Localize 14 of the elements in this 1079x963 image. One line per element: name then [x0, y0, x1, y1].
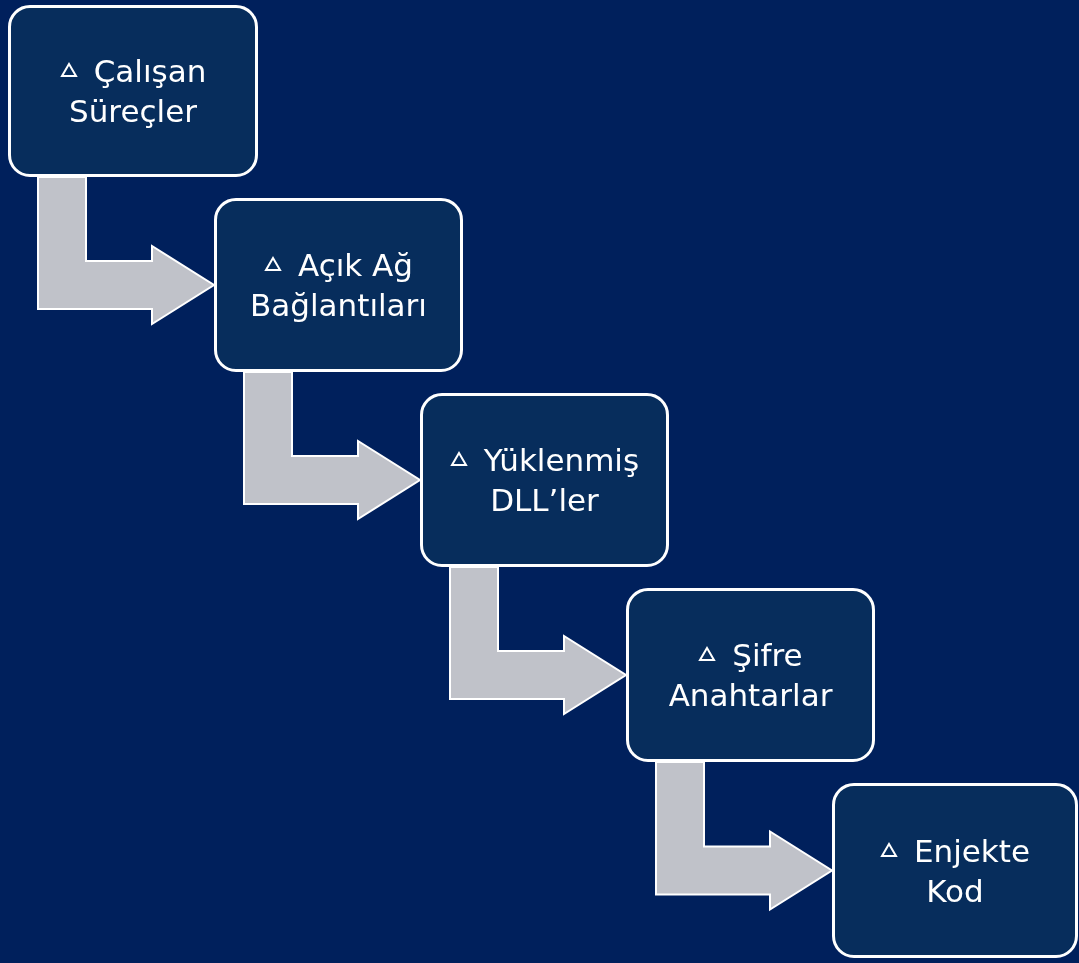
- box-label: Şifre Anahtarlar: [667, 636, 834, 715]
- process-box: [214, 198, 463, 372]
- bent-arrow: [449, 566, 628, 716]
- process-box: [832, 783, 1078, 958]
- box-label: Enjekte Kod: [849, 830, 1061, 911]
- bent-arrow: [37, 176, 216, 326]
- process-box: [626, 588, 875, 762]
- process-box: [8, 5, 258, 177]
- box-label: Açık Ağ Bağlantıları: [249, 246, 428, 325]
- bent-arrow: [655, 761, 834, 912]
- box-label: Çalışan Süreçler: [25, 51, 241, 131]
- box-label: Yüklenmiş DLL’ler: [437, 440, 652, 520]
- process-box: [420, 393, 669, 567]
- bent-arrow: [243, 371, 422, 521]
